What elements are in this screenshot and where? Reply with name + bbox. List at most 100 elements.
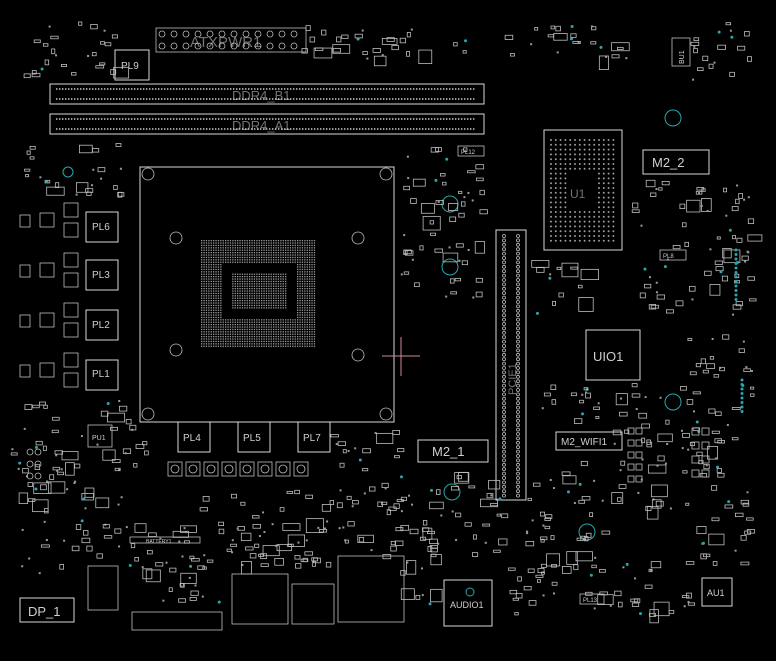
- pcie-pin: [516, 260, 520, 265]
- cpu-land: [203, 333, 205, 335]
- smd-part: [697, 67, 704, 72]
- smd-part: [689, 371, 697, 376]
- ddr-pin: [296, 88, 298, 90]
- smd-part: [342, 449, 347, 454]
- ic-part: [241, 561, 252, 575]
- cpu-land: [241, 290, 244, 292]
- smd-pad: [75, 193, 78, 196]
- smd-pad: [80, 435, 83, 438]
- cpu-land: [232, 244, 234, 247]
- smd-pad: [437, 200, 440, 203]
- cpu-land: [215, 266, 217, 268]
- cpu-land: [263, 259, 265, 261]
- cpu-land: [258, 295, 260, 297]
- chipset-ball: [593, 230, 596, 233]
- ddr-pin: [422, 118, 424, 120]
- cpu-land: [227, 328, 229, 331]
- smd-part: [648, 613, 656, 617]
- ddr-pin: [407, 98, 409, 100]
- ic-part: [474, 241, 485, 254]
- cpu-land: [263, 283, 265, 285]
- smd-part: [544, 525, 551, 530]
- cpu-land: [232, 345, 234, 347]
- ic-part: [422, 215, 441, 231]
- cpu-land: [203, 242, 205, 244]
- chipset-ball: [607, 163, 610, 165]
- cpu-land: [246, 331, 248, 333]
- cpu-land: [270, 295, 272, 297]
- chipset-ball: [612, 230, 615, 233]
- ddr-pin: [116, 88, 118, 90]
- cpu-land: [220, 324, 222, 326]
- ddr-pin: [290, 128, 292, 130]
- mosfet: [63, 252, 79, 268]
- cpu-land: [285, 302, 287, 304]
- cpu-land: [234, 247, 236, 249]
- cpu-land: [301, 266, 304, 268]
- cpu-land: [299, 340, 301, 343]
- via: [578, 482, 582, 486]
- smd-part: [541, 571, 545, 575]
- cpu-land: [270, 249, 272, 251]
- ddr-pin: [95, 98, 97, 100]
- cpu-land: [215, 319, 217, 321]
- ddr-pin: [470, 88, 472, 90]
- pcie-pin: [502, 317, 506, 322]
- via: [581, 412, 585, 416]
- smd-pad: [411, 503, 414, 506]
- smd-part: [35, 440, 43, 446]
- cpu-land: [222, 319, 224, 321]
- cpu-land: [299, 345, 301, 347]
- ddr-pin: [461, 98, 463, 100]
- ddr-pin: [440, 118, 442, 120]
- cpu-land: [201, 338, 203, 340]
- cpu-land: [275, 343, 277, 345]
- cpu-land: [251, 273, 253, 275]
- ddr-pin: [428, 98, 430, 100]
- ddr-pin: [188, 128, 190, 130]
- atx-pin: [206, 42, 214, 50]
- smd-part: [147, 549, 153, 555]
- smd-part: [657, 455, 665, 462]
- cpu-land: [309, 240, 311, 242]
- cpu-land: [215, 336, 217, 338]
- cpu-land: [249, 278, 251, 280]
- cpu-land: [258, 280, 260, 283]
- pcie-pin: [502, 357, 506, 362]
- cpu-land: [253, 285, 256, 287]
- cpu-land: [201, 302, 203, 304]
- cpu-land: [297, 302, 299, 304]
- ddr-pin: [299, 118, 301, 120]
- cpu-land: [239, 247, 241, 249]
- cpu-land: [277, 249, 280, 251]
- cpu-land: [282, 326, 284, 328]
- ddr-pin: [170, 88, 172, 90]
- smd-part: [631, 383, 638, 388]
- cpu-land: [205, 276, 208, 278]
- cpu-land: [309, 295, 311, 297]
- cpu-land: [309, 343, 311, 345]
- cpu-land: [285, 340, 287, 343]
- pcie-pin: [502, 269, 506, 274]
- smd-pad: [165, 561, 168, 564]
- cpu-land: [251, 283, 253, 285]
- cpu-land: [282, 288, 284, 290]
- cpu-land: [208, 292, 210, 295]
- cpu-land: [263, 297, 265, 299]
- ic-part: [145, 569, 161, 583]
- chipset-ball: [602, 158, 605, 161]
- cpu-land: [277, 336, 280, 338]
- pcie-pin: [516, 264, 520, 269]
- cpu-land: [275, 290, 277, 292]
- ddr-pin: [308, 98, 310, 100]
- cpu-land: [205, 331, 208, 333]
- smd-part: [23, 73, 31, 79]
- cpu-land: [232, 283, 234, 285]
- cpu-land: [263, 304, 265, 307]
- cpu-land: [306, 273, 308, 275]
- cpu-land: [232, 297, 234, 299]
- cpu-land: [277, 345, 280, 347]
- pcie-pin: [502, 471, 506, 476]
- ddr-pin: [356, 128, 358, 130]
